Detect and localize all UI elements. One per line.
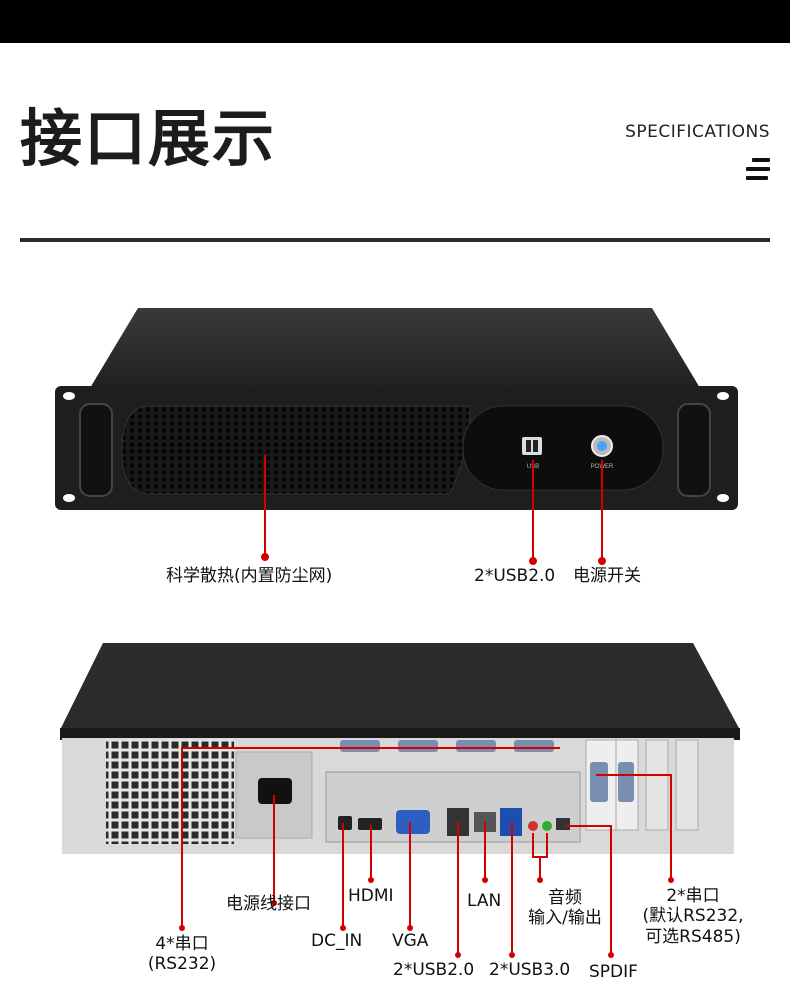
callout-spdif: SPDIF — [589, 962, 638, 982]
rack-ear-hole — [717, 494, 729, 502]
rear-top-cover — [60, 643, 740, 730]
front-top-cover — [90, 308, 700, 388]
callout-front-usb: 2*USB2.0 — [474, 566, 556, 586]
left-handle — [79, 403, 113, 497]
rack-ear-hole — [63, 494, 75, 502]
callout-serial-2: 2*串口 (默认RS232, 可选RS485) — [642, 886, 744, 947]
audio-in-port — [528, 821, 538, 831]
control-panel — [462, 405, 664, 491]
dc-in-port — [338, 816, 352, 830]
callout-hdmi: HDMI — [348, 886, 394, 906]
audio-out-port — [542, 821, 552, 831]
callout-vent: 科学散热(内置防尘网) — [166, 566, 333, 586]
callout-power-switch: 电源开关 — [573, 566, 641, 586]
right-handle — [677, 403, 711, 497]
callout-serial-4: 4*串口 (RS232) — [147, 934, 217, 975]
menu-icon[interactable] — [746, 158, 770, 180]
top-black-bar — [0, 0, 790, 43]
power-socket-icon — [258, 778, 292, 804]
front-panel-image: USB POWER — [55, 308, 738, 565]
spdif-port — [556, 818, 570, 830]
callout-vga: VGA — [392, 931, 429, 951]
page-title: 接口展示 — [20, 102, 277, 175]
callout-audio: 音频 输入/输出 — [528, 888, 602, 929]
serial-port-b — [618, 762, 634, 802]
callout-power-socket: 电源线接口 — [226, 894, 311, 914]
serial-port-a — [590, 762, 608, 802]
psu-vent — [106, 740, 234, 844]
header-divider — [20, 238, 770, 242]
callout-rear-usb2: 2*USB2.0 — [393, 960, 475, 980]
callout-lan: LAN — [467, 891, 502, 911]
page-subtitle: SPECIFICATIONS — [625, 122, 770, 142]
rack-ear-hole — [63, 392, 75, 400]
vga-port — [396, 810, 430, 834]
callout-rear-usb3: 2*USB3.0 — [489, 960, 571, 980]
callout-dc-in: DC_IN — [311, 931, 363, 951]
hdmi-port — [358, 818, 382, 830]
rack-ear-hole — [717, 392, 729, 400]
